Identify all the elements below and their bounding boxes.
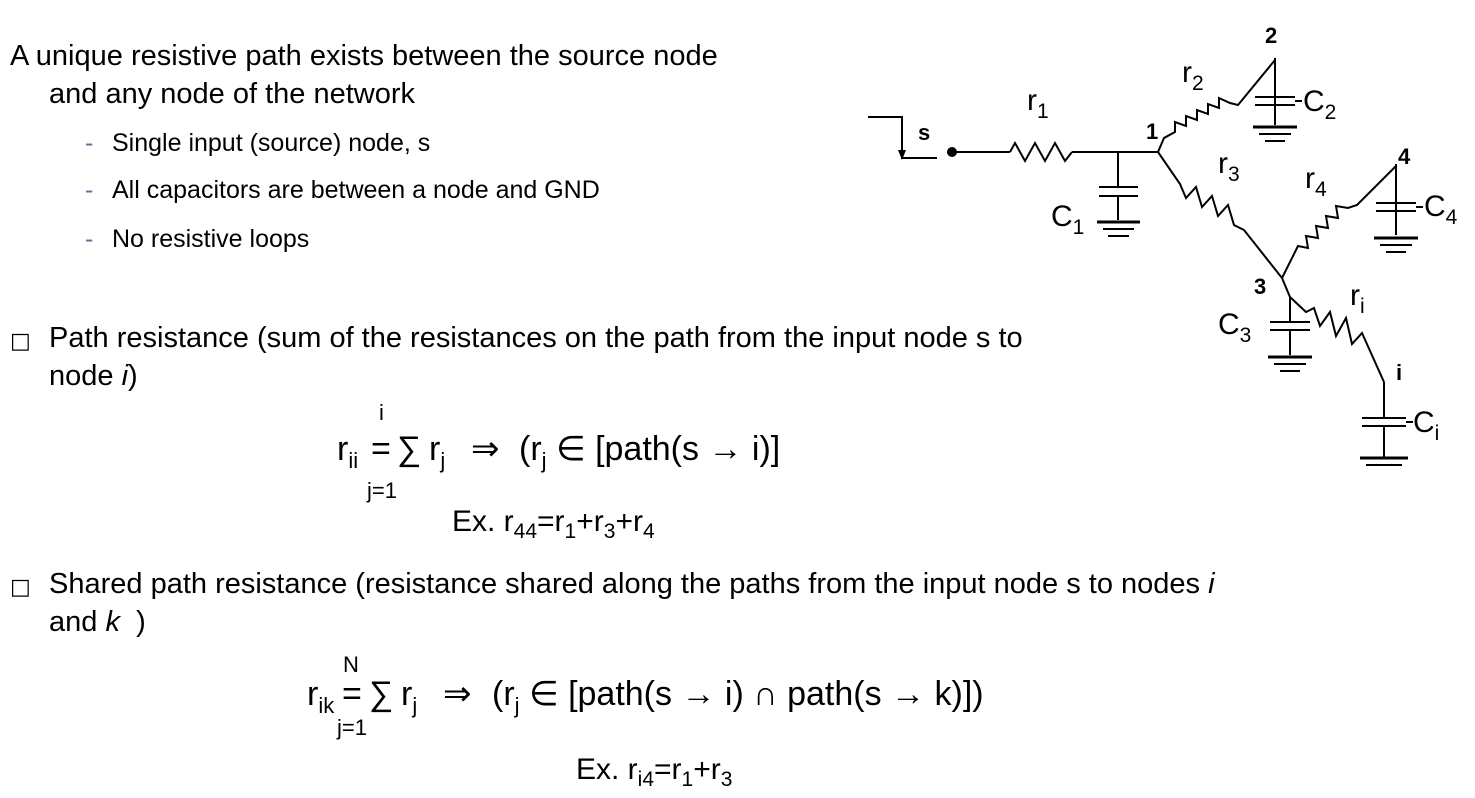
sum-upper-limit: N [343, 652, 359, 677]
shared-resistance-example: Ex. ri4=r1+r3 [576, 753, 733, 791]
ri-label: ri [1350, 279, 1365, 318]
bullet-no-loops: No resistive loops [112, 225, 310, 253]
node-4-label: 4 [1398, 144, 1411, 169]
sum-symbol: ∑ [369, 675, 394, 713]
resistor-ri-icon [1289, 296, 1385, 383]
node-1-label: 1 [1146, 119, 1158, 144]
node-2-label: 2 [1265, 23, 1277, 48]
bullet-dash-2: - [85, 176, 94, 204]
square-bullet-icon: □ [10, 329, 31, 354]
formula-equals: = [371, 430, 391, 468]
sum-upper-limit: i [379, 400, 384, 425]
node-i-label: i [1396, 360, 1402, 385]
c2-label: C2 [1303, 85, 1336, 124]
capacitor-c2-icon [1253, 96, 1297, 142]
shared-resistance-line-2: and k ) [49, 606, 146, 638]
path-resistance-line-2: node i) [49, 360, 138, 392]
formula-lhs: r [337, 430, 349, 468]
r2-label: r2 [1182, 56, 1204, 95]
implies-symbol: ⇒ [443, 675, 472, 713]
c1-label: C1 [1051, 200, 1084, 239]
formula-lhs-sub: ii [348, 447, 359, 473]
r3-label: r3 [1218, 147, 1240, 186]
formula-equals: = [342, 675, 362, 713]
intro-line-2: and any node of the network [49, 78, 415, 110]
implies-symbol: ⇒ [471, 430, 500, 468]
node-3-label: 3 [1254, 274, 1266, 299]
source-step-icon [868, 116, 937, 159]
r1-label: r1 [1027, 84, 1049, 123]
bullet-dash-3: - [85, 225, 94, 253]
resistor-r2-icon [1157, 59, 1276, 153]
resistor-r1-icon [1009, 140, 1073, 164]
capacitor-c3-icon [1268, 297, 1312, 372]
formula-lhs: r [307, 675, 319, 713]
intro-line-1: A unique resistive path exists between t… [10, 40, 718, 72]
c3-label: C3 [1218, 308, 1251, 347]
bullet-capacitors-gnd: All capacitors are between a node and GN… [112, 176, 600, 204]
path-resistance-line-1: Path resistance (sum of the resistances … [49, 322, 1023, 354]
square-bullet-icon: □ [10, 575, 31, 600]
bullet-dash-1: - [85, 129, 94, 157]
bullet-single-input: Single input (source) node, s [112, 129, 431, 157]
formula-lhs-sub: ik [318, 692, 335, 718]
ci-label: Ci [1413, 406, 1439, 445]
resistor-r4-icon [1281, 165, 1397, 279]
r4-label: r4 [1305, 162, 1327, 201]
shared-resistance-line-1: Shared path resistance (resistance share… [49, 568, 1215, 600]
sum-lower-limit: j=1 [367, 478, 397, 503]
capacitor-ci-icon [1360, 382, 1408, 466]
capacitor-c1-icon [1097, 152, 1140, 237]
c4-label: C4 [1424, 190, 1458, 229]
path-resistance-example: Ex. r44=r1+r3+r4 [452, 505, 655, 543]
capacitor-c4-icon [1374, 202, 1418, 253]
resistor-r3-icon [1157, 151, 1283, 279]
sum-lower-limit: j=1 [337, 715, 367, 740]
sum-symbol: ∑ [397, 430, 422, 468]
source-node-dot [947, 147, 957, 157]
source-label: s [918, 120, 930, 145]
